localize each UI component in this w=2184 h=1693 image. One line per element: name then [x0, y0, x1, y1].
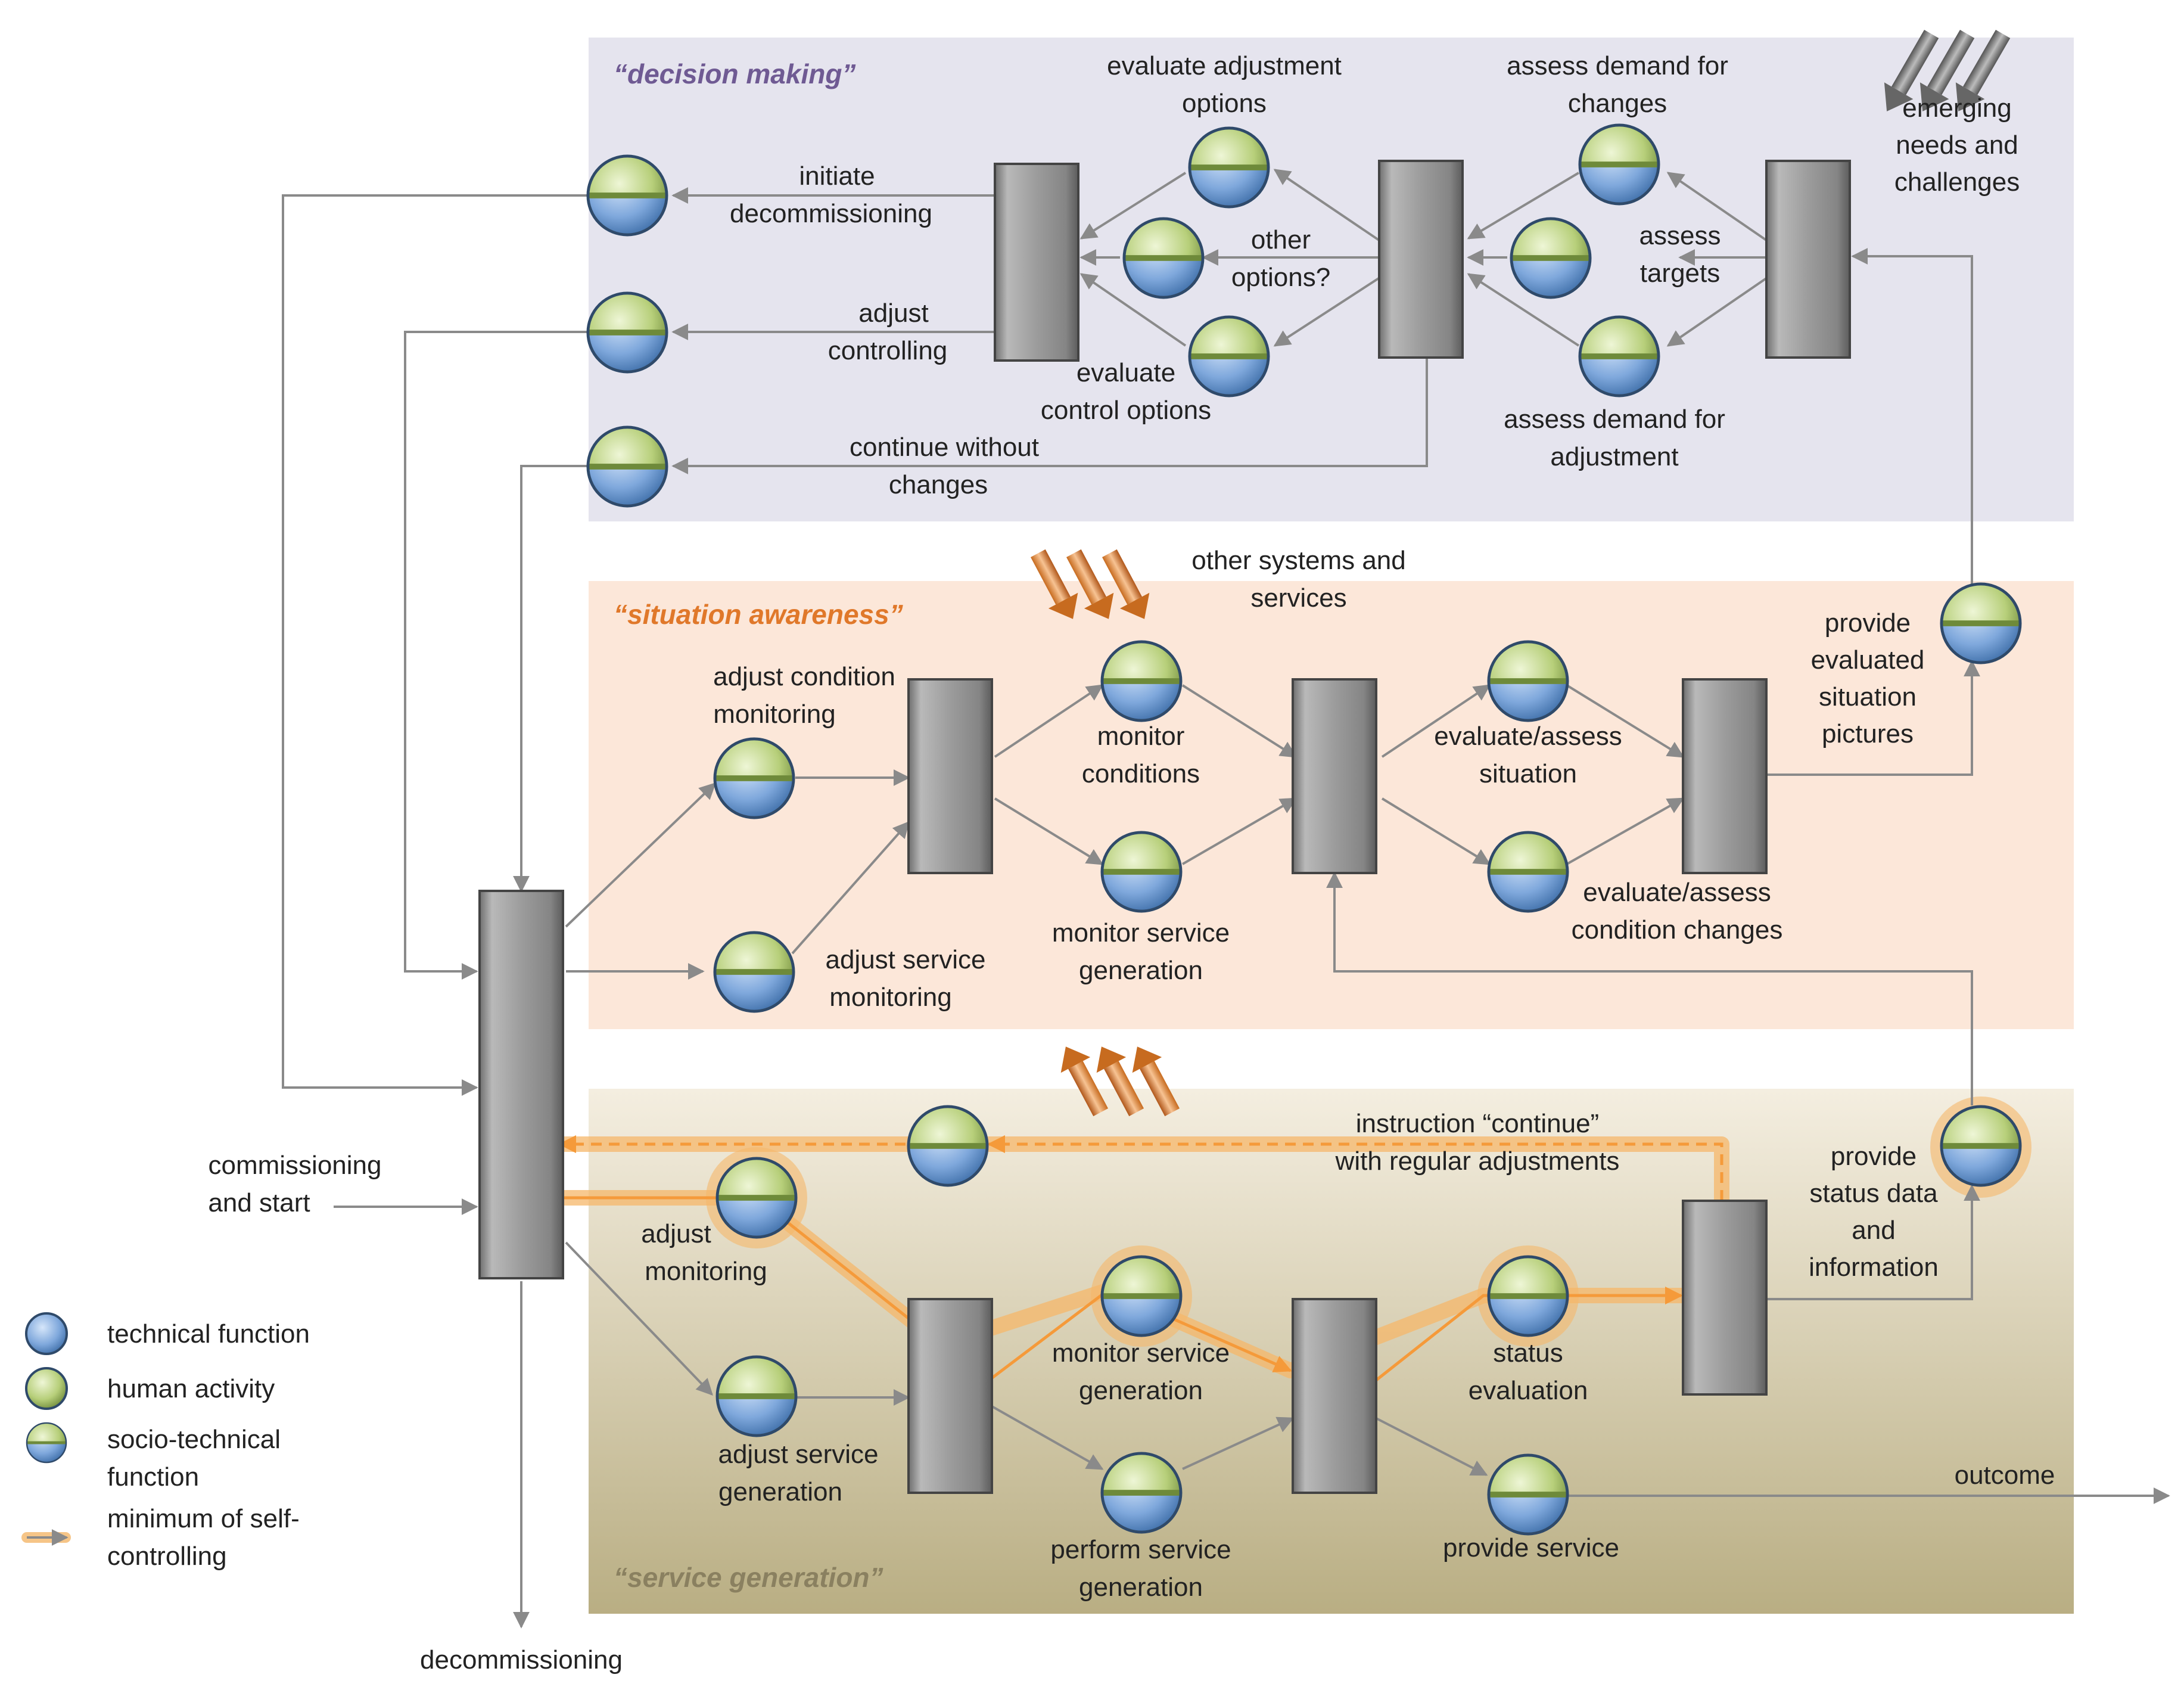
node-evaluate-assess-condition-changes: [1489, 832, 1567, 911]
node-continue-without-changes: [588, 427, 667, 506]
label-outcome: outcome: [1955, 1461, 2055, 1490]
green-circle-icon: [25, 1367, 68, 1410]
legend-minimum-self-controlling: minimum of self-controlling: [21, 1504, 300, 1571]
node-provide-evaluated-situation-pictures: [1942, 584, 2020, 663]
half-circle-icon: [27, 1423, 66, 1462]
bar-sa-1: [907, 678, 993, 874]
node-initiate-decommissioning: [588, 156, 667, 235]
upward-arrows-icon: [1060, 1046, 1180, 1117]
node-monitor-service-generation-sa: [1102, 832, 1181, 911]
emerging-needs-arrows-icon: [1884, 30, 2011, 111]
svg-text:human activity: human activity: [107, 1374, 275, 1403]
node-provide-service: [1489, 1455, 1567, 1534]
decision-making-title: “decision making”: [614, 58, 855, 89]
bar-sa-2: [1292, 678, 1377, 874]
connectors: [282, 169, 2170, 1629]
bar-dm-middle: [1378, 160, 1464, 359]
bar-sg-3: [1682, 1200, 1768, 1396]
label-decommissioning: decommissioning: [420, 1645, 623, 1675]
node-provide-status-data: [1942, 1107, 2020, 1185]
node-perform-service-generation: [1102, 1453, 1181, 1532]
panel-decision-making: [589, 38, 2074, 521]
bar-sg-1: [907, 1298, 993, 1494]
node-assess-demand-for-changes: [1580, 125, 1659, 204]
blue-circle-icon: [25, 1312, 68, 1355]
junction-bars: [478, 160, 1851, 1494]
service-generation-title: “service generation”: [614, 1562, 883, 1593]
bar-sa-3: [1682, 678, 1768, 874]
legend-human-activity: human activity: [25, 1367, 275, 1410]
svg-text:technical function: technical function: [107, 1319, 310, 1349]
bar-main: [478, 890, 564, 1279]
node-adjust-service-monitoring: [715, 933, 794, 1011]
node-assess-targets: [1511, 219, 1590, 297]
label-instruction-continue: instruction “continue”with regular adjus…: [1335, 1109, 1620, 1176]
node-instruction-continue: [909, 1107, 987, 1185]
bar-dm-left: [994, 163, 1079, 362]
label-provide-service: provide service: [1443, 1533, 1619, 1562]
node-evaluate-control-options: [1190, 317, 1268, 396]
node-adjust-condition-monitoring: [715, 739, 794, 818]
node-evaluate-adjustment-options: [1190, 128, 1268, 207]
svg-text:minimum of self-controlling: minimum of self-controlling: [107, 1504, 300, 1571]
other-systems-arrows-icon: [1031, 549, 1150, 619]
situation-awareness-title: “situation awareness”: [614, 599, 903, 630]
node-evaluate-assess-situation: [1489, 642, 1567, 720]
node-adjust-controlling: [588, 293, 667, 372]
node-other-options: [1124, 219, 1203, 297]
node-adjust-monitoring: [717, 1158, 796, 1237]
node-monitor-service-generation-sg: [1102, 1257, 1181, 1335]
legend: technical function human activity socio-…: [21, 1312, 310, 1571]
node-adjust-service-generation: [717, 1357, 796, 1436]
node-assess-demand-for-adjustment: [1580, 317, 1659, 396]
node-status-evaluation: [1489, 1257, 1567, 1335]
node-monitor-conditions: [1102, 642, 1181, 720]
bar-sg-2: [1292, 1298, 1377, 1494]
legend-technical-function: technical function: [25, 1312, 310, 1355]
bar-dm-right: [1765, 160, 1851, 359]
